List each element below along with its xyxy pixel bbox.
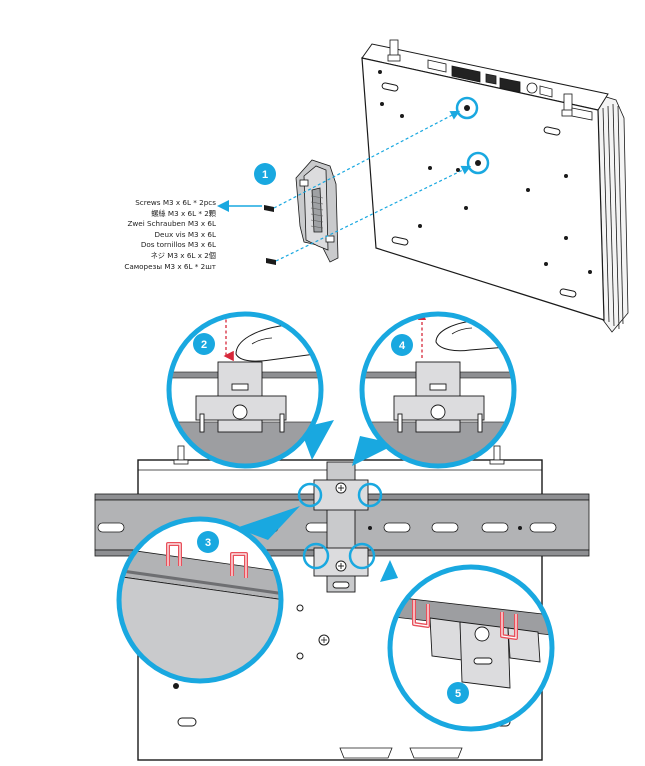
callout-step-2 bbox=[166, 311, 334, 469]
svg-text:3: 3 bbox=[205, 537, 211, 549]
step-badge-5: 5 bbox=[447, 682, 469, 704]
screw-label-ja: ネジ M3 x 6L x 2個 bbox=[150, 250, 216, 260]
screw-label-fr: Deux vis M3 x 6L bbox=[154, 229, 216, 239]
screw-label-ru: Саморезы M3 x 6L * 2шт bbox=[124, 261, 216, 271]
screw-spec-label: Screws M3 x 6L * 2pcs 螺絲 M3 x 6L * 2顆 Zw… bbox=[108, 198, 216, 272]
svg-text:5: 5 bbox=[455, 688, 461, 700]
screw-label-zh: 螺絲 M3 x 6L * 2顆 bbox=[151, 208, 216, 218]
step-badge-2: 2 bbox=[193, 333, 215, 355]
svg-text:2: 2 bbox=[201, 339, 207, 351]
din-clip-bracket bbox=[295, 159, 339, 263]
step-badge-4: 4 bbox=[391, 334, 413, 356]
screw-label-es: Dos tornillos M3 x 6L bbox=[140, 240, 216, 250]
callout-step-5 bbox=[380, 560, 555, 732]
callout-step-4 bbox=[352, 311, 517, 469]
screw-label-de: Zwei Schrauben M3 x 6L bbox=[127, 219, 217, 229]
screw-icon bbox=[264, 205, 276, 265]
device-back-panel bbox=[361, 39, 629, 333]
step-badge-3: 3 bbox=[197, 531, 219, 553]
svg-text:4: 4 bbox=[399, 340, 406, 352]
dashed-arrow-icon bbox=[273, 110, 472, 262]
screw-label-en: Screws M3 x 6L * 2pcs bbox=[135, 198, 216, 207]
callout-step-3 bbox=[116, 506, 300, 684]
step-badge-1: 1 bbox=[254, 163, 276, 185]
svg-text:1: 1 bbox=[262, 169, 268, 181]
